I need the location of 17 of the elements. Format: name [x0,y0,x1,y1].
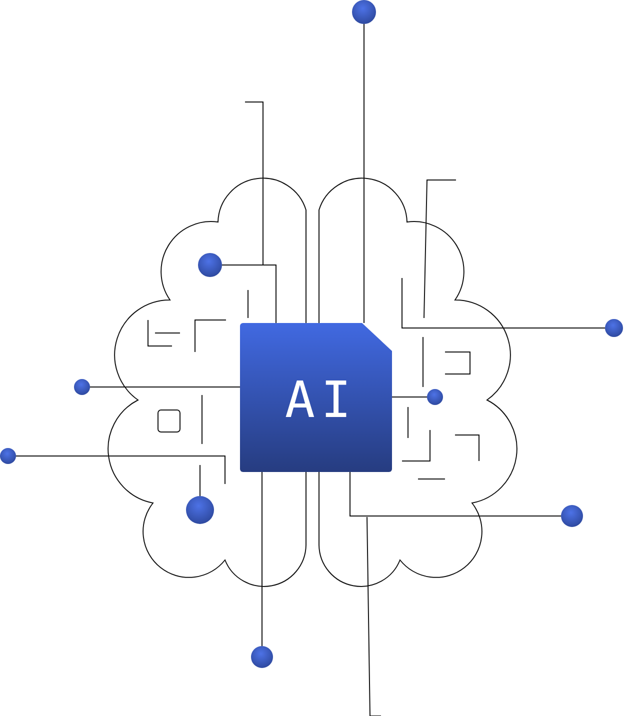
chip-box [240,323,392,472]
connector-line [402,278,606,328]
node-dot [186,496,214,524]
connector-line [392,396,428,398]
node-dot [352,0,376,24]
connector-line [222,264,276,324]
chip-label: AI [284,370,358,428]
node-dot [0,448,16,464]
node-dot [251,646,273,668]
node-dot [427,389,443,405]
node-dot [605,319,623,337]
connector-line [90,386,240,388]
node-dot [74,379,90,395]
connector-line [350,472,562,516]
connector-line [16,456,226,484]
node-dot [561,505,583,527]
node-dot [198,253,222,277]
